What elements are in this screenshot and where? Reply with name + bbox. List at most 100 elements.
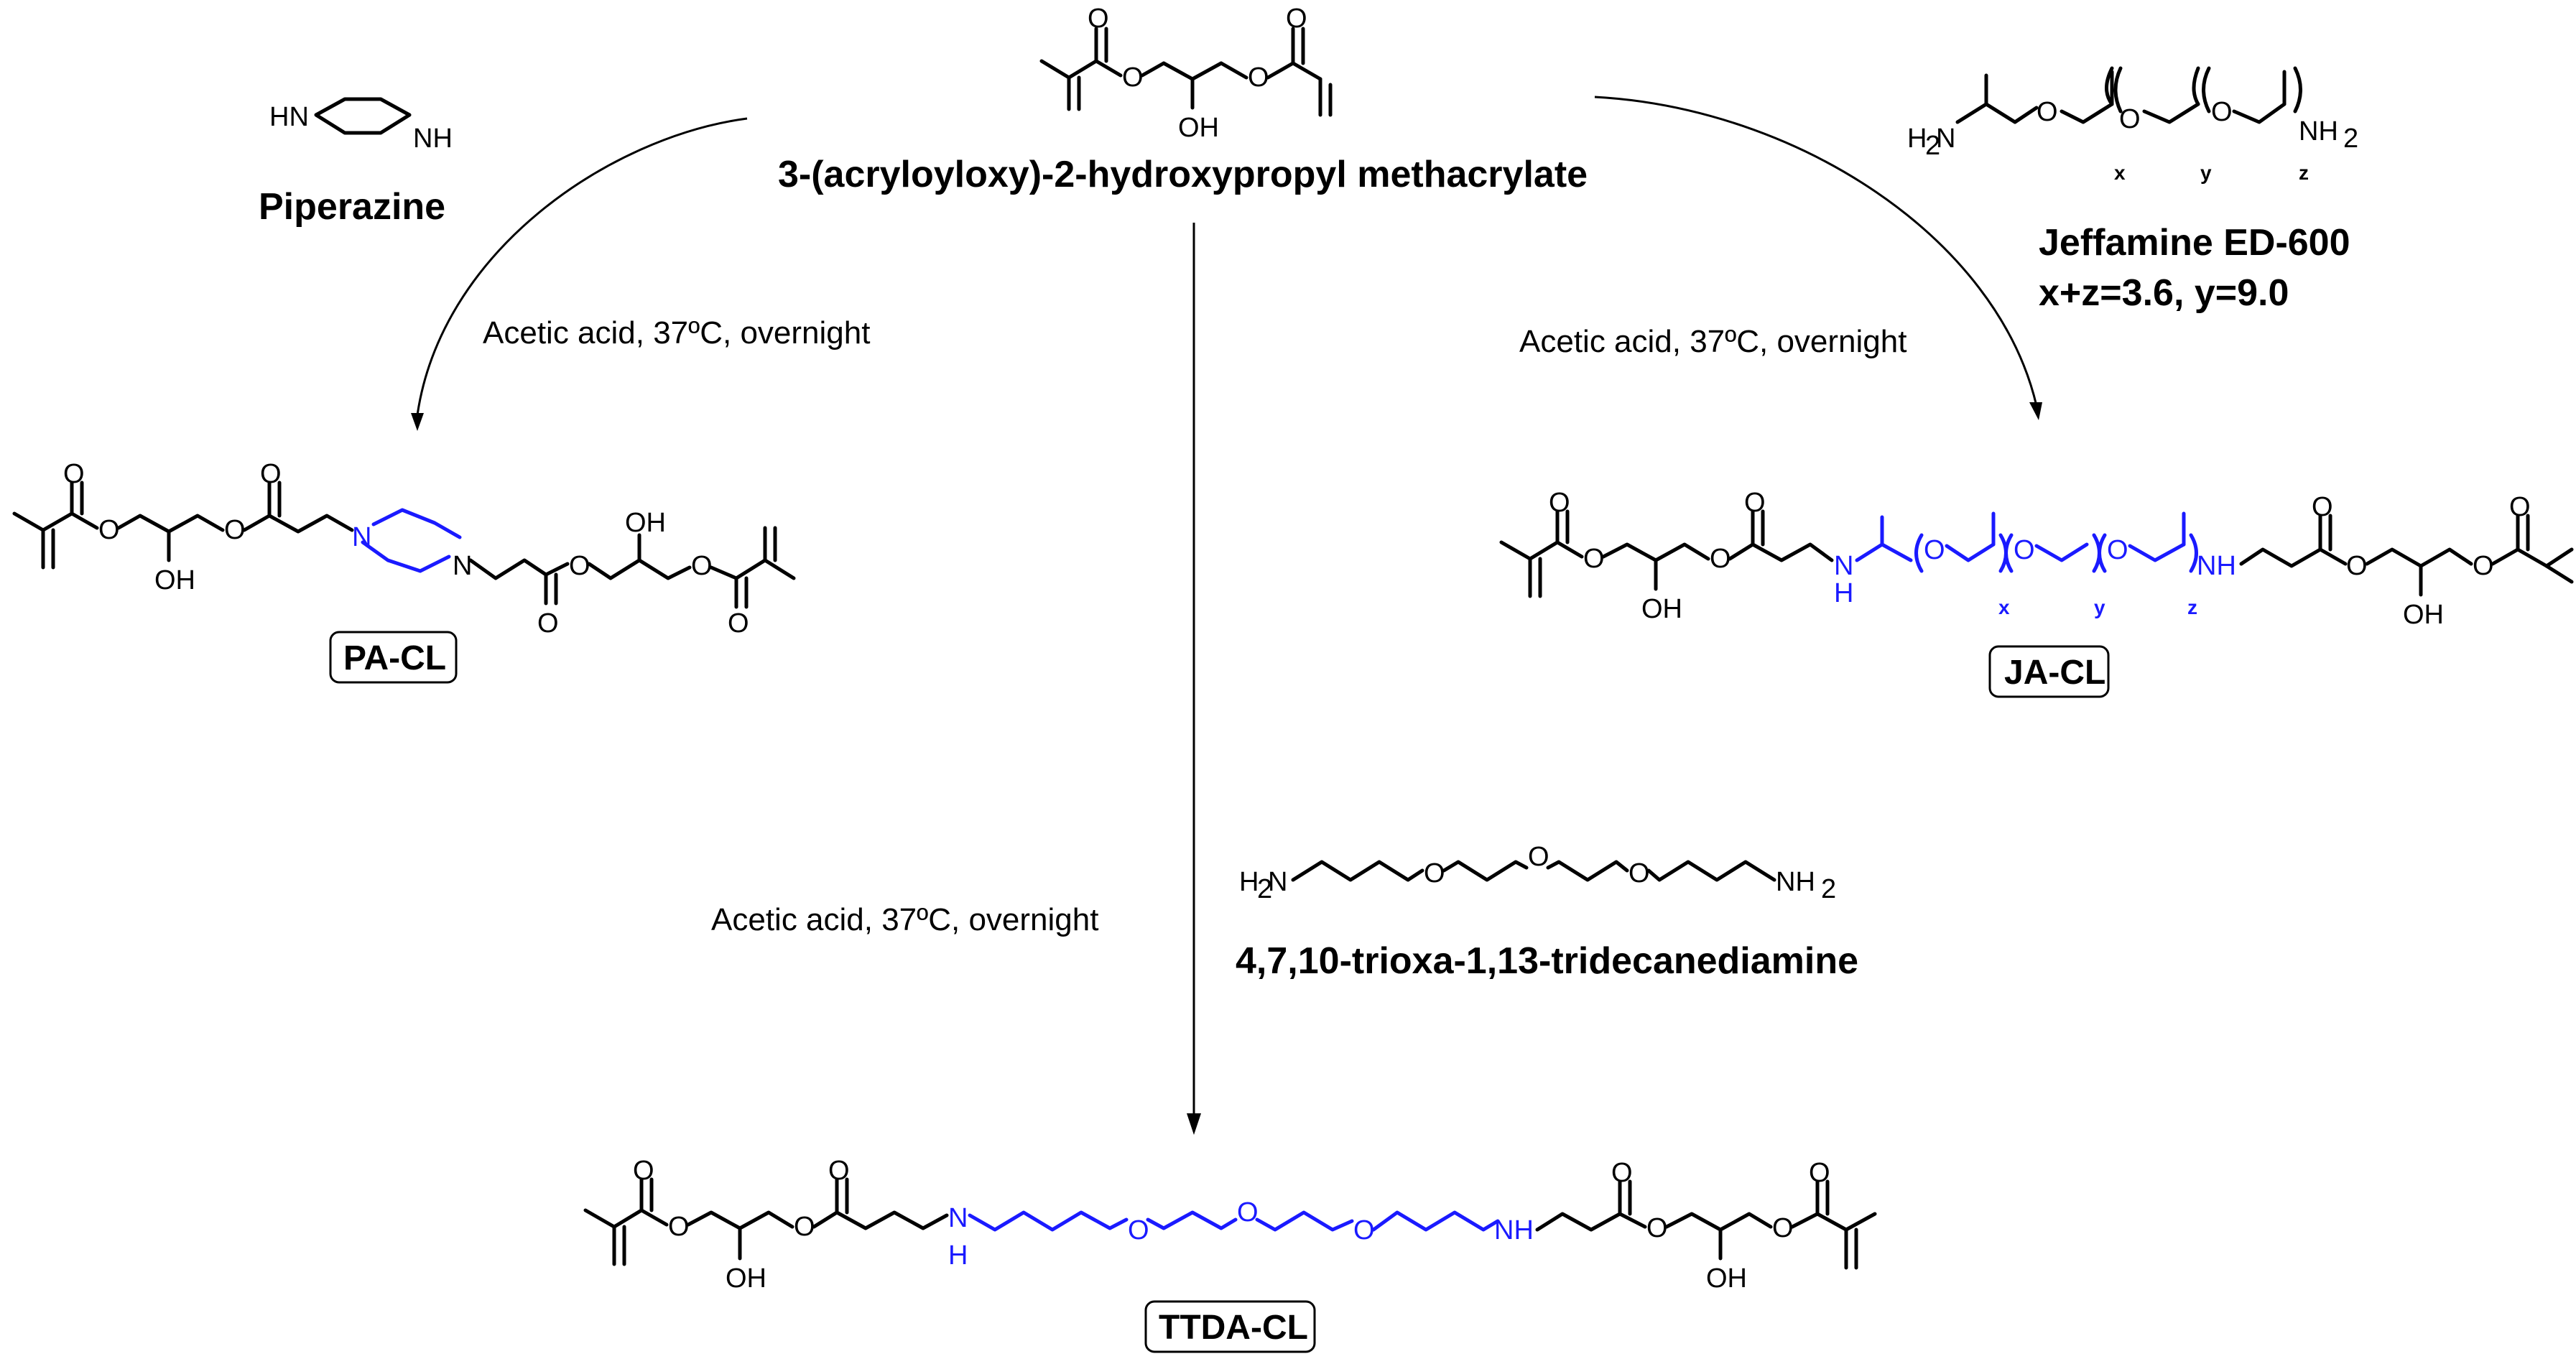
pa-cl-o-ester-4: O (691, 551, 713, 581)
pa-cl-o-carbonyl-3: O (537, 608, 559, 639)
right-arc-arrow (1594, 96, 2038, 407)
ja-cl-label-box (1988, 645, 2110, 698)
piperazine-nh: NH (413, 124, 453, 154)
ttda-cl-o-ester-4: O (1772, 1213, 1794, 1243)
ttd-o-3: O (1628, 858, 1650, 889)
pa-cl-o-ester-1: O (98, 515, 120, 545)
left-condition: Acetic acid, 37ºC, overnight (483, 315, 870, 351)
left-arrowhead (411, 413, 424, 431)
ttda-cl-o-2: O (1237, 1197, 1259, 1228)
central-o-ester-2: O (1248, 62, 1269, 93)
ja-cl-index-y: y (2094, 596, 2105, 618)
ja-cl-structure (1499, 509, 2574, 598)
ttda-cl-o-carbonyl-1: O (633, 1156, 654, 1186)
jeffamine-structure (1955, 66, 2302, 124)
ja-cl-o-peg-3: O (2107, 535, 2128, 565)
ttda-cl-label: TTDA-CL (1159, 1309, 1308, 1347)
jeffamine-index-x: x (2114, 162, 2126, 184)
central-hydroxyl: OH (1178, 113, 1219, 143)
central-reagent-structure (1039, 27, 1333, 117)
jeffamine-index-z: z (2299, 162, 2309, 184)
ttda-cl-o-carbonyl-4: O (1809, 1158, 1830, 1188)
ttd-o-1: O (1424, 858, 1445, 889)
ttd-h2n-n: N (1268, 867, 1287, 897)
ja-cl-label: JA-CL (2004, 654, 2105, 692)
ttd-o-2: O (1528, 842, 1549, 872)
ttda-cl-o-ester-2: O (794, 1212, 815, 1242)
ja-cl-o-peg-2: O (2014, 535, 2035, 565)
pa-cl-o-carbonyl-1: O (63, 459, 85, 489)
ja-cl-o-carbonyl-3: O (2312, 492, 2333, 522)
piperazine-structure (314, 97, 412, 135)
jeffamine-h2n-sub: 2 (1925, 131, 1940, 161)
jeffamine-h2n-h: H (1907, 124, 1927, 154)
ja-cl-o-carbonyl-2: O (1744, 488, 1766, 518)
ja-cl-oh-2: OH (2403, 600, 2444, 630)
ja-cl-index-z: z (2187, 596, 2197, 618)
ja-cl-o-ester-3: O (2346, 551, 2368, 581)
pa-cl-o-ester-3: O (569, 551, 590, 581)
pa-cl-structure (12, 481, 796, 609)
ja-cl-o-carbonyl-1: O (1549, 488, 1570, 518)
pa-cl-oh-2: OH (625, 508, 666, 538)
ttda-cl-n-left: N (948, 1203, 968, 1233)
ttda-cl-label-box (1144, 1300, 1316, 1353)
jeffamine-nh2: NH (2299, 116, 2338, 147)
ttda-cl-o-ester-3: O (1646, 1213, 1668, 1243)
ja-cl-o-ester-1: O (1583, 544, 1605, 574)
ttda-cl-o-carbonyl-3: O (1611, 1158, 1633, 1188)
pa-cl-o-ester-2: O (224, 515, 246, 545)
pa-cl-o-carbonyl-4: O (728, 608, 749, 639)
down-condition: Acetic acid, 37ºC, overnight (711, 902, 1098, 937)
jeffamine-composition: x+z=3.6, y=9.0 (2039, 272, 2289, 314)
jeffamine-o-3: O (2211, 97, 2233, 127)
ja-cl-o-ester-4: O (2473, 551, 2494, 581)
ja-cl-h-left: H (1834, 578, 1853, 608)
left-arc-arrow (415, 117, 748, 421)
central-o-ester-1: O (1122, 62, 1144, 93)
ttda-cl-o-1: O (1128, 1215, 1149, 1245)
piperazine-name: Piperazine (259, 186, 445, 228)
ttda-cl-o-ester-1: O (668, 1212, 690, 1242)
jeffamine-nh2-sub: 2 (2343, 124, 2358, 154)
ja-cl-n-left: N (1834, 551, 1853, 581)
ja-cl-oh-1: OH (1641, 594, 1682, 624)
ttd-amine-structure (1291, 860, 1776, 882)
down-arrowhead (1187, 1113, 1201, 1135)
jeffamine-o-1: O (2037, 97, 2058, 127)
ttd-amine-name: 4,7,10-trioxa-1,13-tridecanediamine (1236, 940, 1858, 982)
pa-cl-label-box (329, 631, 458, 684)
piperazine-hn: HN (269, 102, 309, 132)
ja-cl-nh-right: NH (2197, 551, 2236, 581)
ja-cl-o-ester-2: O (1710, 544, 1731, 574)
pa-cl-label: PA-CL (343, 639, 446, 677)
ja-cl-o-carbonyl-4: O (2509, 492, 2531, 522)
pa-cl-n-2: N (453, 551, 472, 581)
ttda-cl-oh-1: OH (726, 1263, 766, 1294)
ja-cl-index-x: x (1998, 596, 2010, 618)
pa-cl-oh-1: OH (154, 565, 195, 595)
central-reagent-name: 3-(acryloyloxy)-2-hydroxypropyl methacry… (778, 154, 1588, 195)
jeffamine-h2n-n: N (1936, 124, 1955, 154)
ttda-cl-nh-right: NH (1494, 1215, 1534, 1245)
ttda-cl-h-left: H (948, 1240, 968, 1271)
ttda-cl-o-3: O (1353, 1215, 1375, 1245)
right-arrowhead (2029, 402, 2042, 420)
right-condition: Acetic acid, 37ºC, overnight (1519, 324, 1906, 359)
ttd-h2n-sub: 2 (1257, 874, 1272, 904)
central-o-carbonyl-1: O (1088, 4, 1109, 34)
ttda-cl-structure (583, 1177, 1877, 1270)
ttda-cl-o-carbonyl-2: O (828, 1156, 850, 1186)
ttd-nh2: NH (1776, 867, 1815, 897)
pa-cl-o-carbonyl-2: O (260, 459, 282, 489)
central-o-carbonyl-2: O (1286, 4, 1307, 34)
ttd-nh2-sub: 2 (1821, 874, 1836, 904)
jeffamine-name: Jeffamine ED-600 (2039, 222, 2350, 264)
jeffamine-o-2: O (2119, 104, 2141, 134)
pa-cl-n-1: N (352, 522, 371, 552)
ttd-h2n-h: H (1239, 867, 1259, 897)
ttda-cl-oh-2: OH (1706, 1263, 1747, 1294)
jeffamine-index-y: y (2200, 162, 2212, 184)
ja-cl-o-peg-1: O (1924, 535, 1945, 565)
